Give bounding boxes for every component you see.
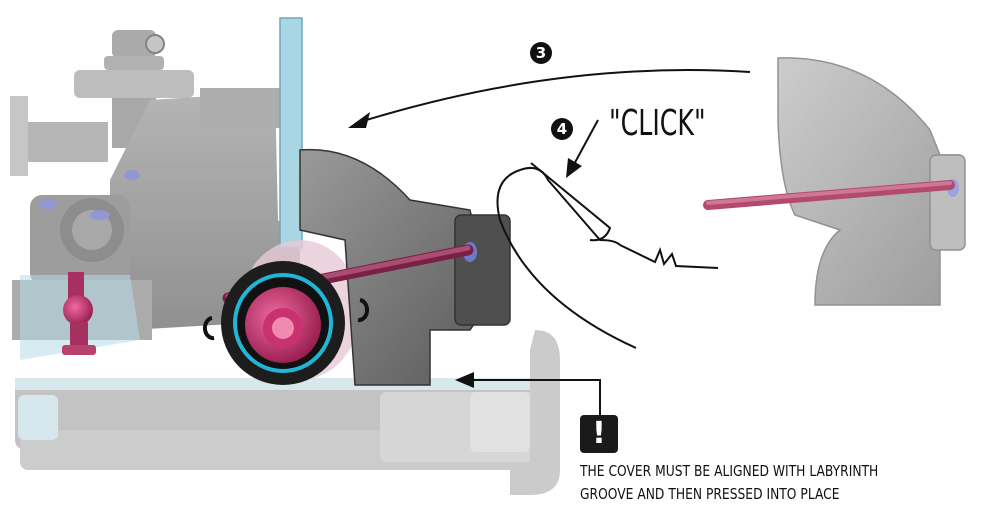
arrow-curved-left-icon <box>348 69 751 128</box>
step-4-badge: 4 <box>551 118 573 140</box>
warning-line-1: THE COVER MUST BE ALIGNED WITH LABYRINTH <box>580 462 879 480</box>
finger-press-icon <box>496 162 719 349</box>
bearing-hub <box>203 261 369 385</box>
arrow-down-left-icon <box>566 119 599 178</box>
warning-note: THE COVER MUST BE ALIGNED WITH LABYRINTH… <box>580 460 924 506</box>
warning-icon-glyph: ! <box>592 416 606 451</box>
warning-exclamation-icon: ! <box>580 415 618 453</box>
ball-stud <box>62 272 96 355</box>
chassis-body <box>10 30 560 495</box>
warning-line-2: GROOVE AND THEN PRESSED INTO PLACE <box>580 485 840 503</box>
shock-tower-plate <box>279 17 303 249</box>
arrow-left-icon <box>455 372 601 415</box>
click-label: "CLICK" <box>609 103 706 144</box>
step-3-badge: 3 <box>530 42 552 64</box>
cover-before-install <box>777 57 966 306</box>
